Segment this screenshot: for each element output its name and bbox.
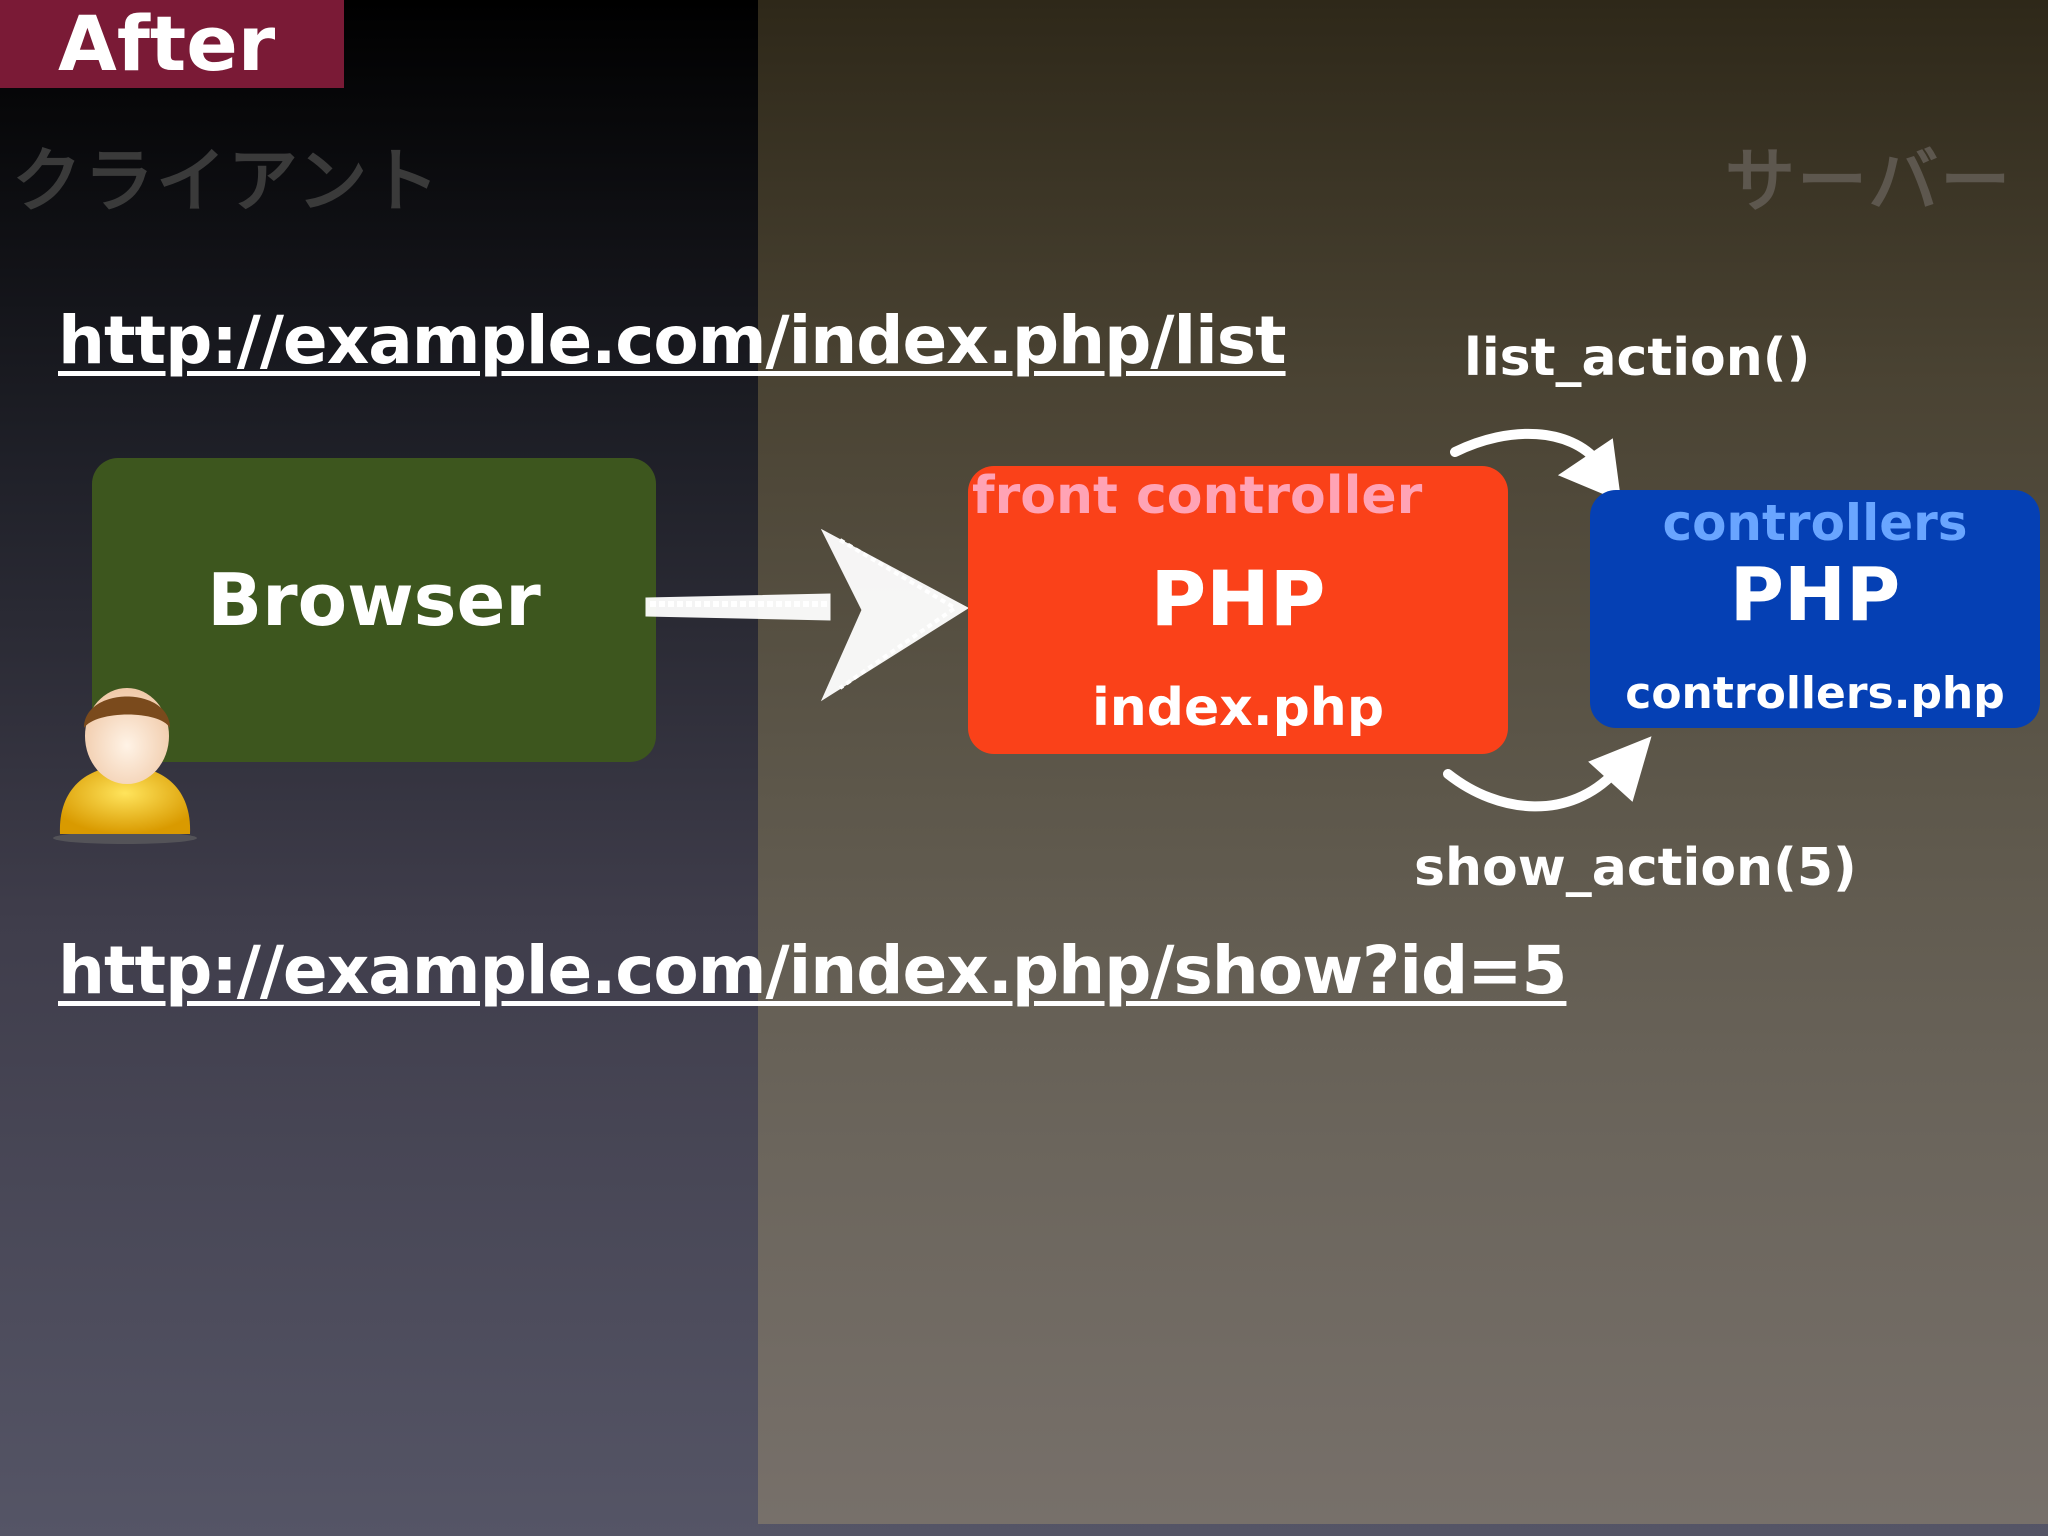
controllers-box: controllers PHP controllers.php <box>1590 490 2040 728</box>
list-url-link[interactable]: http://example.com/index.php/list <box>58 302 1287 379</box>
show-url-link[interactable]: http://example.com/index.php/show?id=5 <box>58 932 1567 1009</box>
controllers-file: controllers.php <box>1625 668 2005 719</box>
front-controller-box: front controller PHP index.php <box>968 466 1508 754</box>
controllers-caption: controllers <box>1662 494 1968 552</box>
client-heading: クライアント <box>12 140 442 222</box>
server-heading: サーバー <box>1725 140 2013 222</box>
show-action-label: show_action(5) <box>1414 838 1857 898</box>
browser-label: Browser <box>207 558 541 642</box>
list-action-label: list_action() <box>1464 328 1811 388</box>
front-controller-caption: front controller <box>972 466 1423 526</box>
browser-box: Browser <box>92 458 656 762</box>
user-icon <box>53 688 197 844</box>
controllers-lang: PHP <box>1729 552 1901 638</box>
front-controller-lang: PHP <box>1150 554 1326 643</box>
server-panel <box>758 0 2048 1524</box>
slide-tag: After <box>0 0 344 88</box>
front-controller-file: index.php <box>1091 678 1385 738</box>
